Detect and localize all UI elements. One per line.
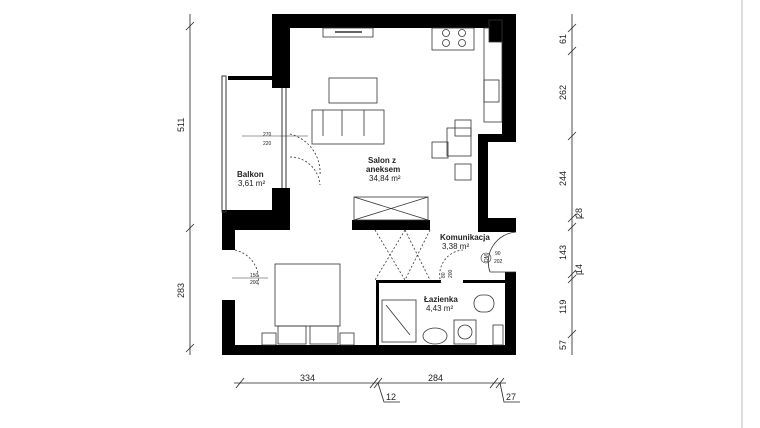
door-label: 90 <box>495 251 501 257</box>
boiler <box>492 324 504 346</box>
radiator <box>322 27 374 38</box>
boiler-kitchen <box>488 19 503 43</box>
dimension-label: 57 <box>558 340 568 350</box>
dimension-label: 143 <box>558 245 568 260</box>
dimension-label: 61 <box>558 34 568 44</box>
room-area: 3,38 m² <box>442 242 469 251</box>
dimension-label: 511 <box>176 118 186 132</box>
coffee-table <box>328 77 378 104</box>
door-label: 220 <box>263 141 272 147</box>
room-name: Balkon <box>237 170 264 179</box>
room-name: aneksem <box>366 165 400 174</box>
room-area: 4,43 m² <box>426 304 453 313</box>
room-name: Salon z <box>368 156 396 165</box>
door-label: 80 <box>441 272 447 278</box>
room-name: Łazienka <box>424 295 458 304</box>
balcony-railing <box>221 75 287 213</box>
door-label: 202 <box>494 259 503 265</box>
dimension-label: 28 <box>574 208 584 218</box>
door-label: 200 <box>448 269 454 278</box>
room-name: Komunikacja <box>440 233 490 242</box>
dm-marker <box>480 252 492 264</box>
left-dimension-line <box>185 14 195 355</box>
bottom-dimension-line <box>234 377 520 403</box>
dimension-label: 244 <box>558 171 568 186</box>
dimension-label: 119 <box>558 300 568 314</box>
washing-machine <box>453 319 477 345</box>
dimension-label: 262 <box>558 85 568 100</box>
furniture <box>261 19 504 346</box>
sink <box>483 79 500 103</box>
dimension-label: 12 <box>386 392 396 402</box>
door-label: 150 <box>250 273 259 279</box>
bed <box>274 263 341 327</box>
shower <box>381 299 417 343</box>
room-area: 34,84 m² <box>369 174 401 183</box>
walls <box>222 14 516 355</box>
door-tag: DM <box>484 254 490 262</box>
door-label: 200 <box>250 280 259 286</box>
chair <box>454 163 472 181</box>
toilet <box>473 294 495 313</box>
chair <box>454 119 472 137</box>
right-dimension-line <box>567 14 584 355</box>
sofa <box>311 109 385 145</box>
dimension-label: 14 <box>574 264 584 274</box>
wardrobe <box>353 196 429 221</box>
dimension-label: 284 <box>428 373 443 383</box>
room-area: 3,61 m² <box>238 179 265 188</box>
chair <box>431 141 449 159</box>
dimension-label: 283 <box>176 283 186 298</box>
washbasin <box>422 327 448 345</box>
dimension-label: 27 <box>506 392 516 402</box>
dining-table <box>446 127 472 157</box>
dimension-label: 334 <box>300 373 315 383</box>
door-label: 270 <box>263 132 272 138</box>
stove <box>431 27 475 51</box>
